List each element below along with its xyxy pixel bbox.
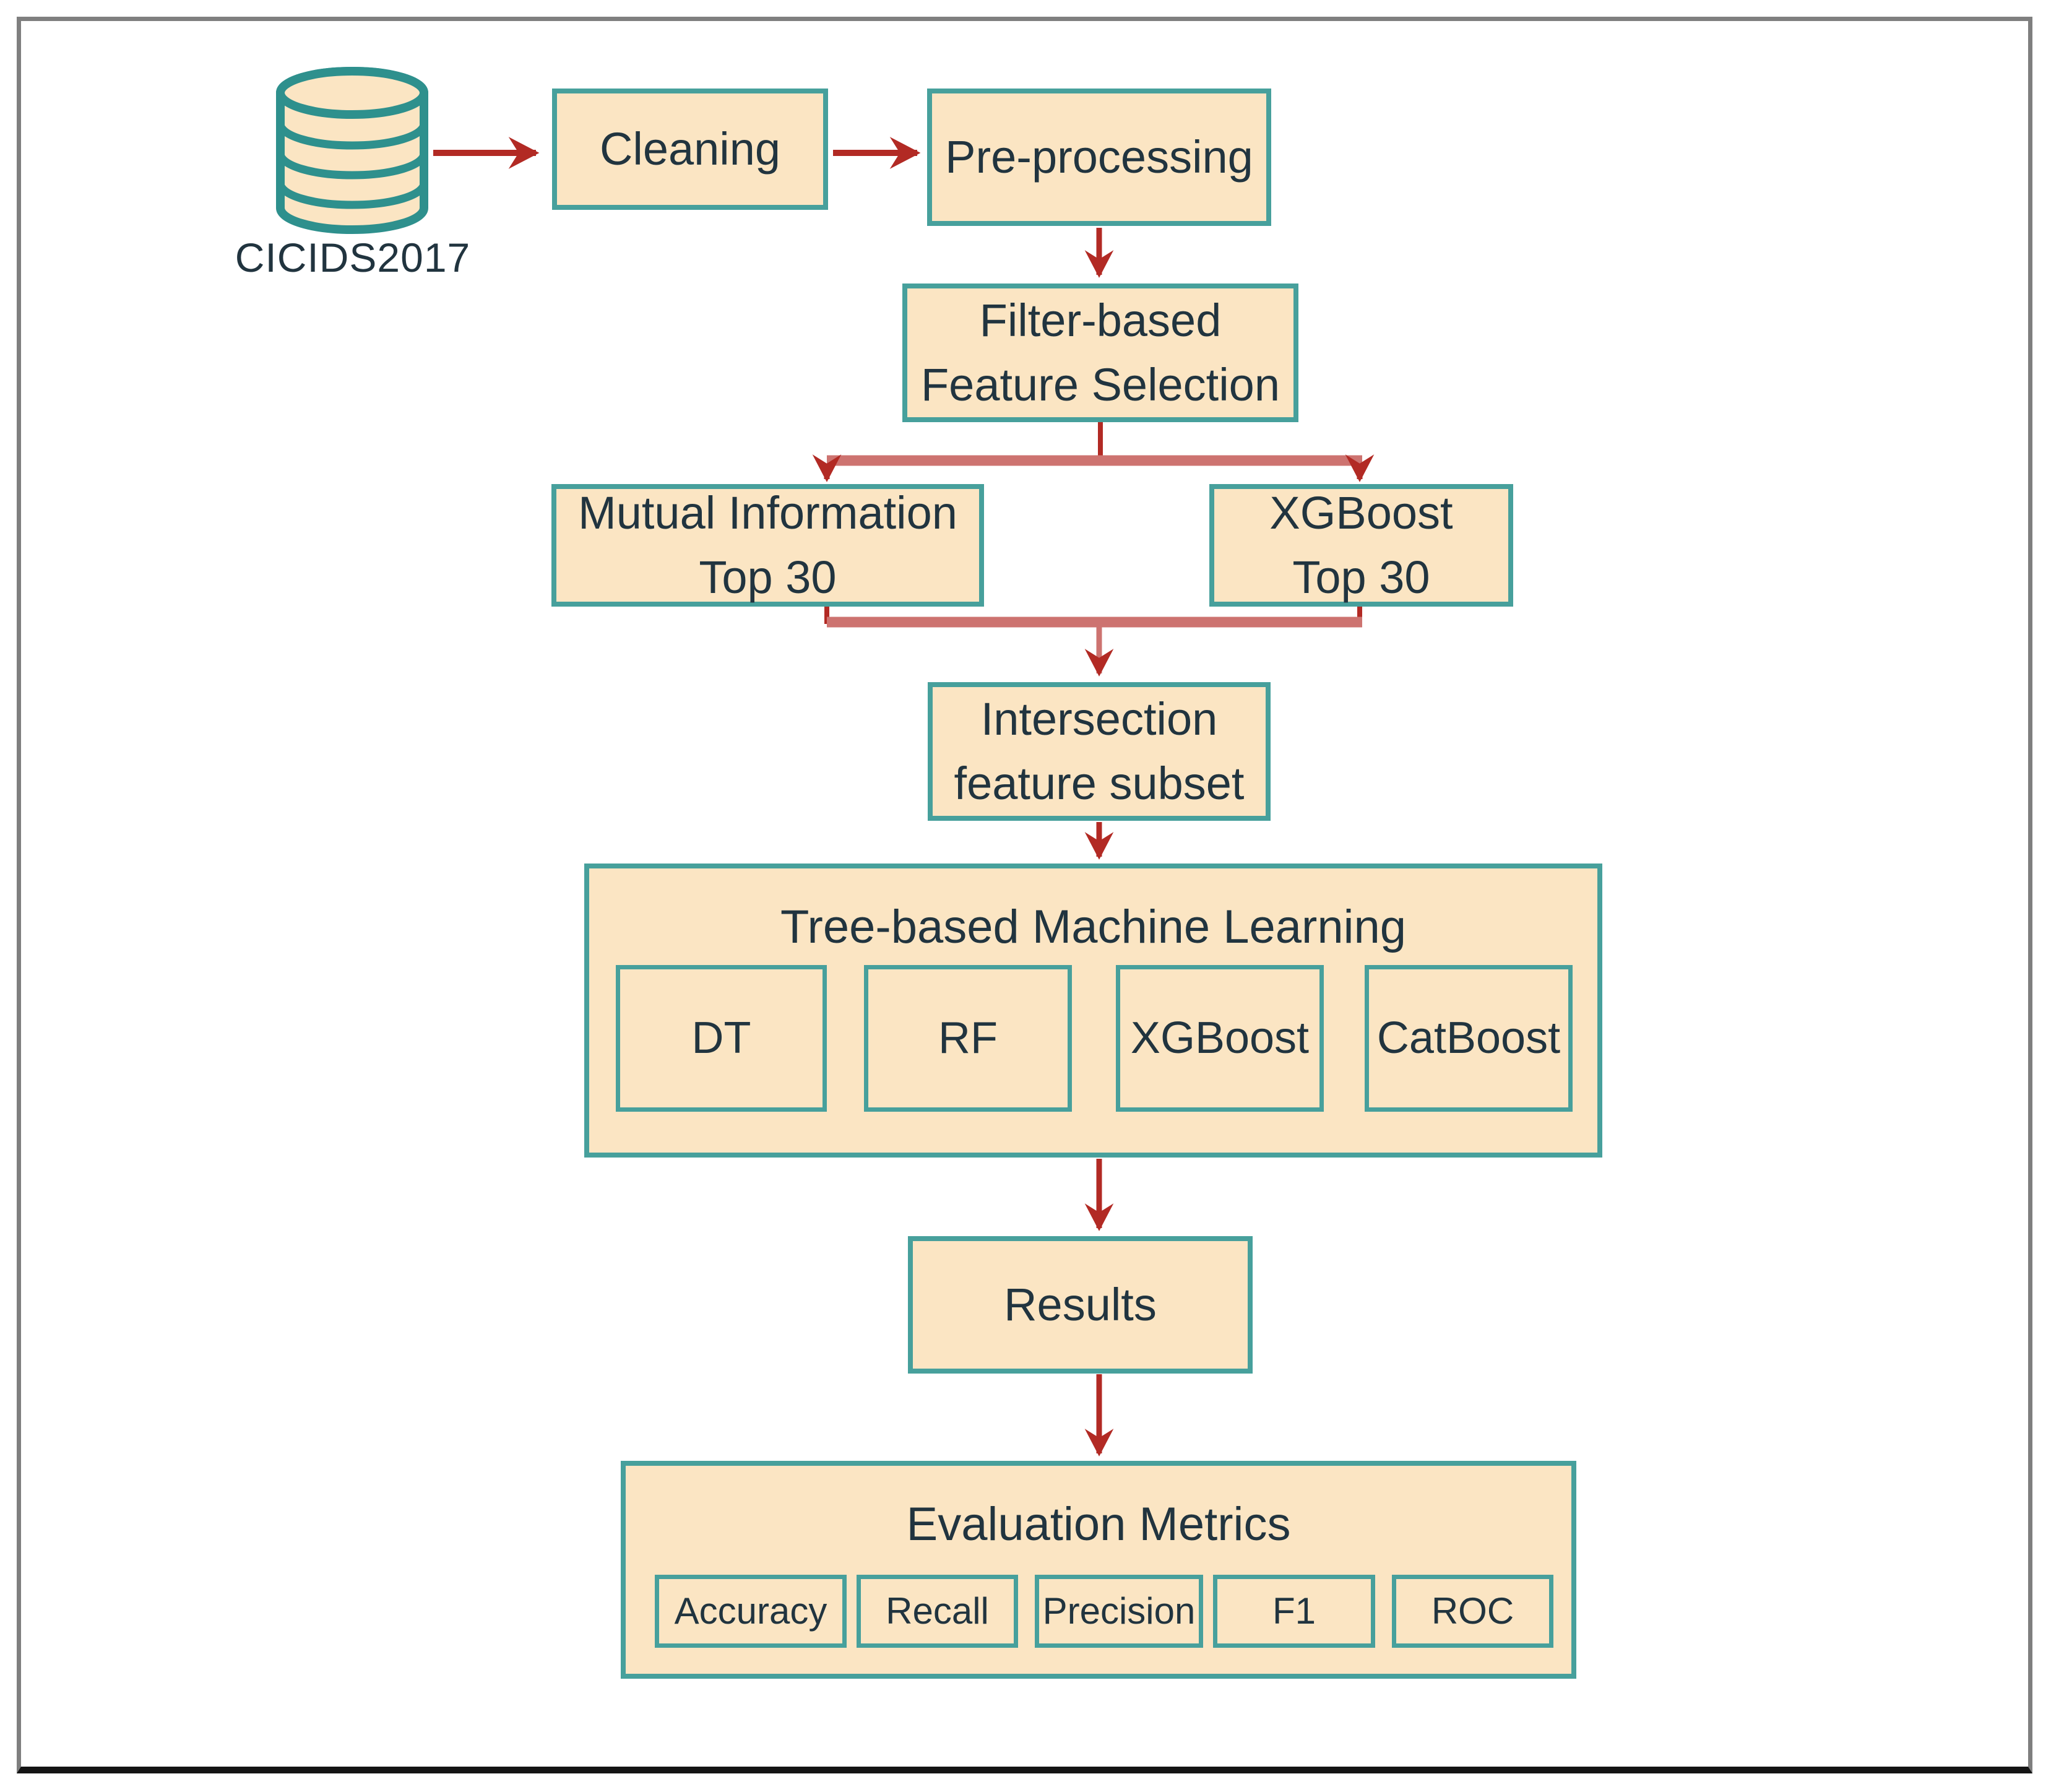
node-metric-accuracy: Accuracy [655,1575,847,1648]
model-dt-label: DT [691,1013,751,1063]
node-cleaning: Cleaning [552,89,828,210]
node-metric-roc: ROC [1392,1575,1553,1648]
node-intersection: Intersection feature subset [928,682,1271,821]
metric-recall-label: Recall [886,1590,989,1632]
tree-ml-title: Tree-based Machine Learning [780,901,1407,953]
model-rf-label: RF [938,1013,998,1063]
feature-selection-line2: Feature Selection [920,359,1280,410]
results-label: Results [1004,1279,1157,1331]
xgboost-selection-line2: Top 30 [1292,552,1430,603]
node-metric-f1: F1 [1213,1575,1375,1648]
metric-accuracy-label: Accuracy [674,1590,827,1632]
feature-selection-line1: Filter-based [979,295,1222,347]
node-model-xgboost: XGBoost [1116,965,1324,1112]
mutual-information-line2: Top 30 [699,552,837,603]
node-model-catboost: CatBoost [1365,965,1573,1112]
metric-roc-label: ROC [1431,1590,1514,1632]
metric-precision-label: Precision [1042,1590,1196,1632]
node-metric-precision: Precision [1035,1575,1203,1648]
intersection-line1: Intersection [980,693,1218,745]
node-feature-selection: Filter-based Feature Selection [902,284,1298,422]
model-xgboost-label: XGBoost [1130,1013,1310,1063]
database-cylinder-icon [276,67,428,234]
mutual-information-line1: Mutual Information [578,487,957,539]
node-model-rf: RF [864,965,1072,1112]
evaluation-title: Evaluation Metrics [906,1498,1291,1551]
node-preprocessing: Pre-processing [927,89,1271,226]
node-xgboost-selection: XGBoost Top 30 [1209,484,1513,607]
cleaning-label: Cleaning [599,123,781,175]
node-model-dt: DT [616,965,827,1112]
preprocessing-label: Pre-processing [945,131,1253,183]
metric-f1-label: F1 [1272,1590,1316,1632]
model-catboost-label: CatBoost [1376,1013,1561,1063]
node-evaluation: Evaluation Metrics Accuracy Recall Preci… [621,1461,1576,1679]
dataset-label: CICIDS2017 [235,235,471,280]
node-results: Results [908,1236,1253,1374]
node-metric-recall: Recall [857,1575,1018,1648]
figure-frame [17,17,2032,1773]
xgboost-selection-line1: XGBoost [1269,487,1453,539]
node-mutual-information: Mutual Information Top 30 [551,484,984,607]
intersection-line2: feature subset [954,758,1245,809]
node-tree-ml: Tree-based Machine Learning DT RF XGBoos… [584,864,1602,1158]
